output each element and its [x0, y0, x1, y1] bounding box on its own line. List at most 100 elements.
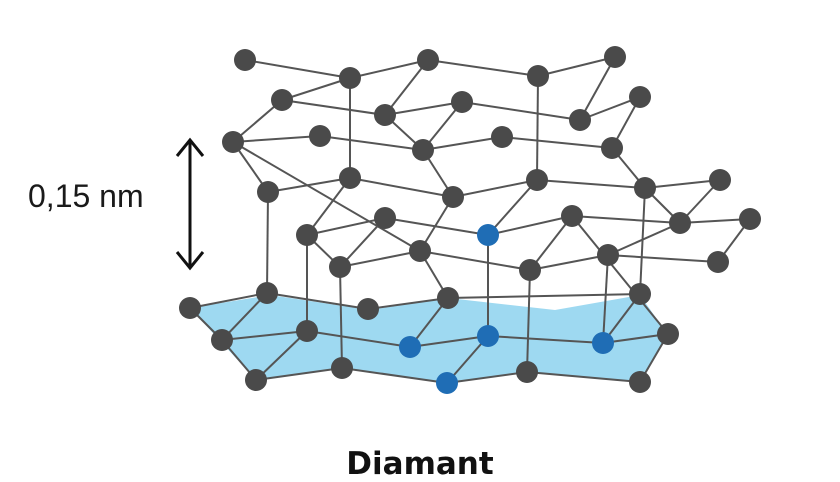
bond-6 — [461, 101, 581, 121]
layer-spacing-label: 0,15 nm — [28, 178, 144, 214]
carbon-atom-g4 — [437, 287, 459, 309]
highlighted-carbon-atom-h5 — [592, 332, 614, 354]
carbon-atom-d1 — [257, 181, 279, 203]
carbon-atom-f3 — [519, 259, 541, 281]
carbon-atom-a4 — [527, 65, 549, 87]
bond-62 — [221, 330, 308, 341]
highlighted-carbon-atom-i3 — [436, 372, 458, 394]
carbon-atom-c3 — [412, 139, 434, 161]
carbon-atom-e2 — [374, 207, 396, 229]
bond-3 — [537, 56, 616, 77]
carbon-atom-h6 — [657, 323, 679, 345]
highlighted-carbon-atom-h3 — [399, 336, 421, 358]
bond-61 — [447, 293, 641, 299]
carbon-atom-d6 — [709, 169, 731, 191]
carbon-atom-e1 — [296, 224, 318, 246]
carbon-atom-d3 — [442, 186, 464, 208]
arrow-head-up — [175, 137, 205, 157]
bond-8 — [232, 135, 321, 143]
bond-48 — [266, 191, 269, 294]
lattice-atoms — [179, 46, 761, 394]
carbon-atom-f5 — [707, 251, 729, 273]
carbon-atom-h2 — [296, 320, 318, 342]
carbon-atom-i4 — [516, 361, 538, 383]
bond-20 — [536, 75, 539, 181]
bond-35 — [419, 250, 531, 271]
carbon-atom-b2 — [374, 104, 396, 126]
arrow-head-down — [175, 251, 205, 271]
carbon-atom-a2 — [339, 67, 361, 89]
carbon-atom-f1 — [329, 256, 351, 278]
bond-70 — [526, 371, 641, 383]
bond-29 — [306, 217, 386, 236]
bond-11 — [501, 136, 613, 149]
carbon-atom-a1 — [234, 49, 256, 71]
bond-30 — [384, 217, 489, 236]
carbon-atom-c5 — [601, 137, 623, 159]
bond-31 — [487, 215, 573, 236]
carbon-atom-b3 — [451, 91, 473, 113]
bond-43 — [529, 215, 573, 271]
bond-39 — [306, 177, 351, 236]
diagram-caption: Diamant — [346, 446, 494, 482]
carbon-atom-e6 — [739, 208, 761, 230]
carbon-atom-i2 — [331, 357, 353, 379]
carbon-atom-i1 — [245, 369, 267, 391]
bond-65 — [487, 335, 604, 344]
bond-60 — [367, 297, 449, 310]
bond-26 — [452, 179, 538, 198]
bond-59 — [266, 292, 369, 310]
carbon-atom-h1 — [211, 329, 233, 351]
carbon-atom-d5 — [634, 177, 656, 199]
carbon-atom-e4 — [561, 205, 583, 227]
highlighted-carbon-atom-e3 — [477, 224, 499, 246]
bond-25 — [349, 177, 454, 198]
bond-63 — [306, 330, 411, 348]
carbon-atom-b4 — [569, 109, 591, 131]
bond-53 — [639, 187, 646, 295]
highlighted-carbon-atom-h4 — [477, 325, 499, 347]
carbon-atom-f4 — [597, 244, 619, 266]
bond-27 — [536, 179, 646, 189]
carbon-atom-c4 — [491, 126, 513, 148]
bond-9 — [319, 135, 424, 151]
carbon-atom-b5 — [629, 86, 651, 108]
bond-69 — [446, 371, 528, 384]
carbon-atom-d4 — [526, 169, 548, 191]
carbon-atom-e5 — [669, 212, 691, 234]
bond-0 — [244, 59, 351, 79]
bond-55 — [602, 254, 609, 344]
carbon-atom-g2 — [256, 282, 278, 304]
bond-54 — [232, 141, 421, 252]
bond-75 — [255, 330, 308, 381]
bond-32 — [571, 215, 681, 224]
bond-12 — [281, 77, 351, 101]
carbon-atom-c2 — [309, 125, 331, 147]
height-arrow — [175, 137, 205, 271]
highlighted-atomic-plane — [190, 295, 668, 383]
carbon-atom-b1 — [271, 89, 293, 111]
carbon-atom-i5 — [629, 371, 651, 393]
bond-56 — [571, 215, 669, 335]
carbon-atom-c1 — [222, 131, 244, 153]
bond-46 — [487, 179, 538, 236]
bond-14 — [579, 56, 616, 121]
carbon-atom-g3 — [357, 298, 379, 320]
carbon-atom-a5 — [604, 46, 626, 68]
carbon-atom-g1 — [179, 297, 201, 319]
bond-52 — [526, 269, 531, 373]
bond-37 — [607, 254, 719, 263]
bond-1 — [349, 59, 429, 79]
bond-68 — [341, 367, 448, 384]
bond-5 — [384, 101, 463, 116]
bond-24 — [267, 177, 351, 193]
bond-4 — [281, 99, 386, 116]
bond-50 — [339, 266, 343, 369]
carbon-atom-g5 — [629, 283, 651, 305]
bond-44 — [607, 222, 681, 256]
bond-36 — [529, 254, 609, 271]
bond-64 — [409, 335, 489, 348]
bond-28 — [644, 179, 721, 189]
carbon-atom-f2 — [409, 240, 431, 262]
